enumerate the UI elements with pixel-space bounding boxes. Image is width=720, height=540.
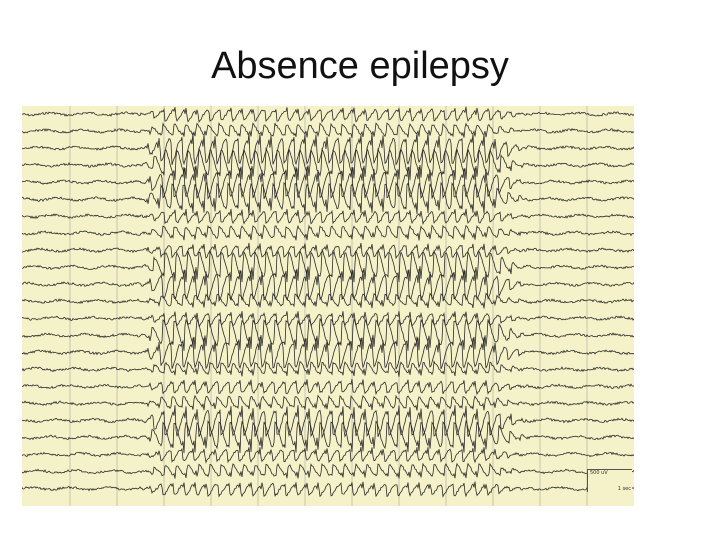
eeg-channel-trace <box>22 292 634 309</box>
eeg-channel-trace <box>22 446 634 464</box>
eeg-channel-trace <box>22 311 634 328</box>
eeg-recording: 500 uV 1 sec <box>22 106 634 506</box>
eeg-channel-trace <box>22 224 634 241</box>
scale-amplitude-label: 500 uV <box>590 470 608 476</box>
eeg-channel-trace <box>22 394 634 411</box>
eeg-channel-trace <box>22 317 634 351</box>
page-title: Absence epilepsy <box>211 45 509 87</box>
eeg-channel-trace <box>22 481 634 499</box>
scale-bar: 500 uV 1 sec <box>587 469 632 492</box>
eeg-channel-trace <box>22 405 634 439</box>
eeg-channel-trace <box>22 166 634 200</box>
eeg-channel-trace <box>22 121 634 139</box>
eeg-channel-trace <box>22 181 634 215</box>
eeg-channel-trace <box>22 360 634 377</box>
eeg-channel-trace <box>22 147 634 181</box>
eeg-channel-trace <box>22 208 634 226</box>
eeg-channel-trace <box>22 249 634 283</box>
eeg-channel-trace <box>22 462 634 479</box>
scale-time-label: 1 sec <box>617 486 631 492</box>
eeg-channel-trace <box>22 378 634 396</box>
eeg-channel-trace <box>22 132 634 166</box>
eeg-channel-trace <box>22 242 634 260</box>
eeg-traces <box>22 106 634 506</box>
eeg-channel-trace <box>22 336 634 370</box>
eeg-channel-trace <box>22 268 634 303</box>
eeg-channel-trace <box>22 106 634 124</box>
eeg-channel-trace <box>22 419 634 454</box>
